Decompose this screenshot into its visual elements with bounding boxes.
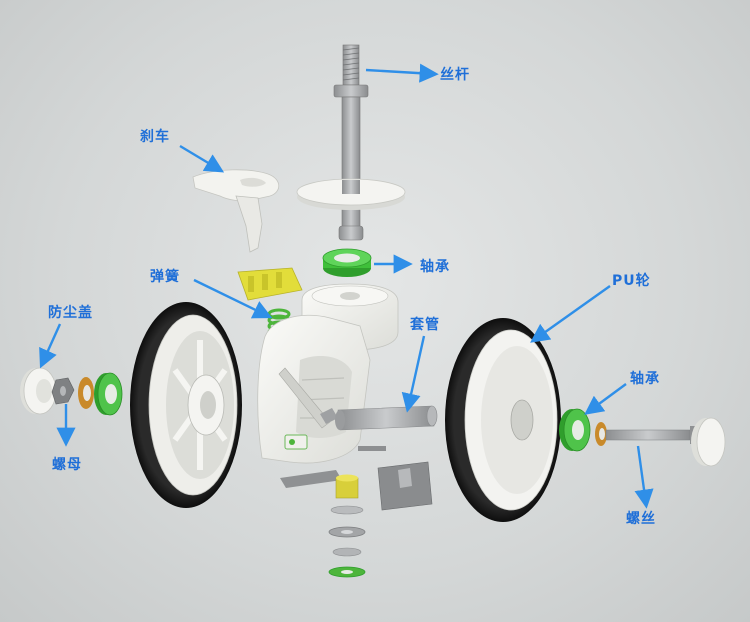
- label-brake: 刹车: [140, 129, 170, 145]
- arrow-pu-wheel: [530, 285, 611, 343]
- screw-rod: [333, 44, 369, 241]
- label-sleeve: 套管: [410, 317, 440, 333]
- yellow-bushing: [335, 474, 359, 499]
- small-pin: [358, 446, 386, 451]
- spring-block: [237, 267, 303, 301]
- arrow-screw: [634, 445, 654, 509]
- brake-pedal: [192, 169, 280, 253]
- label-bearing-top: 轴承: [420, 259, 450, 275]
- washer-left: [78, 377, 94, 409]
- callout-arrows: [39, 63, 654, 509]
- bearing-left: [94, 372, 123, 416]
- arrow-sleeve: [401, 335, 426, 413]
- end-cap: [691, 417, 726, 467]
- bearing-top: [322, 248, 372, 277]
- dust-cover: [20, 367, 57, 415]
- label-screw: 螺丝: [626, 511, 656, 527]
- label-spring: 弹簧: [150, 269, 180, 285]
- arrow-brake: [179, 144, 225, 173]
- washer-stack: [328, 505, 366, 578]
- arrow-spring: [193, 278, 273, 319]
- sleeve-tube: [335, 405, 438, 431]
- top-plate: [296, 178, 406, 210]
- arrow-bearing-right: [584, 383, 627, 415]
- left-wheel: [130, 302, 242, 508]
- washer-right: [595, 422, 607, 446]
- label-bearing-right: 轴承: [630, 371, 660, 387]
- right-wheel: [445, 318, 561, 522]
- bearing-right: [559, 408, 591, 452]
- arrow-dust-cover: [39, 323, 62, 369]
- label-nut: 螺母: [52, 457, 82, 473]
- label-dust-cover: 防尘盖: [48, 305, 93, 321]
- nut: [51, 377, 75, 405]
- arrow-screw-rod: [365, 63, 439, 83]
- label-screw-rod: 丝杆: [440, 67, 470, 83]
- bottom-plate: [280, 470, 342, 488]
- axle-screw: [605, 426, 704, 444]
- metal-bracket: [377, 461, 433, 511]
- label-pu-wheel: PU轮: [612, 273, 651, 289]
